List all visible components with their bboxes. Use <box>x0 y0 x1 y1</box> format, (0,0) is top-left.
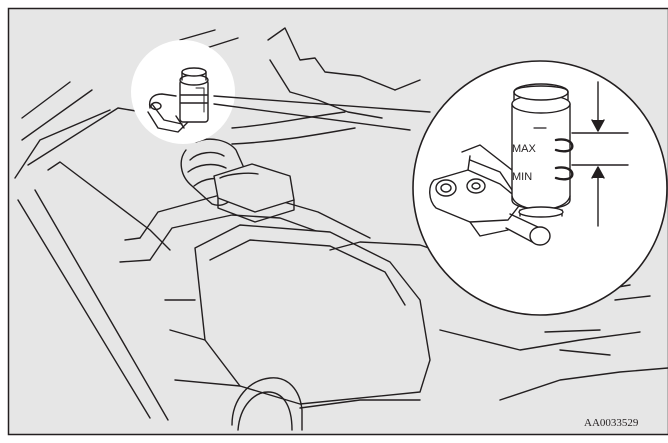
max-level-label: MAX <box>512 143 537 155</box>
min-level-label: MIN <box>512 171 532 183</box>
reservoir-location-highlight <box>131 40 235 144</box>
magnified-callout <box>413 61 667 315</box>
figure-code: AA0033529 <box>584 417 639 429</box>
